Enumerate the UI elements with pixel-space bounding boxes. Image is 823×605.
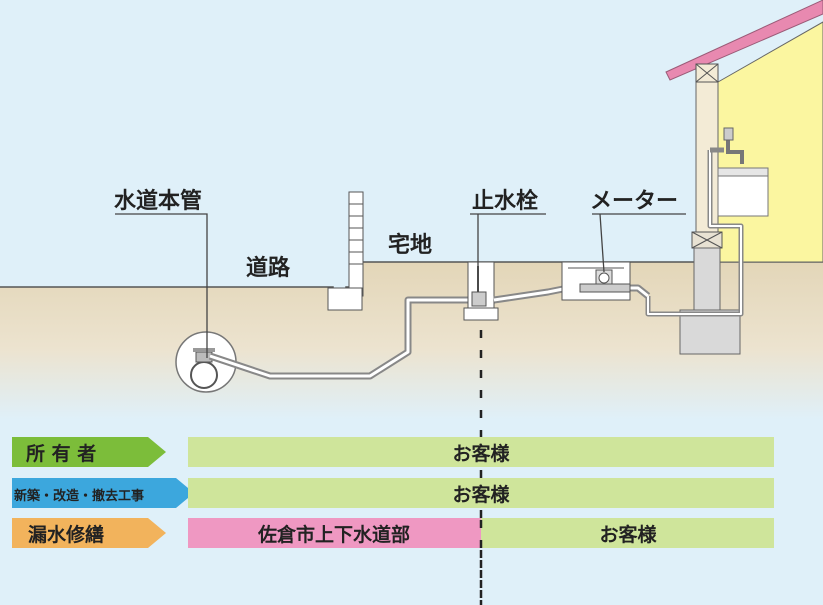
row-label-leak-repair: 漏水修繕 (28, 523, 104, 546)
label-main-pipe: 水道本管 (114, 188, 202, 214)
row-label-owner: 所 有 者 (26, 442, 96, 465)
label-stop-valve: 止水栓 (472, 189, 538, 214)
label-road: 道路 (246, 255, 291, 281)
leader-meter (592, 213, 686, 273)
label-residential-land: 宅地 (388, 232, 432, 258)
responsibility-row-construction: 新築・改造・撤去工事 お客様 (12, 478, 774, 508)
main-water-pipe (175, 331, 237, 393)
segment-construction-customer: お客様 (452, 483, 510, 506)
meter-box (561, 261, 631, 301)
responsibility-row-leak-repair: 漏水修繕 佐倉市上下水道部 お客様 (12, 518, 774, 548)
label-meter: メーター (590, 189, 678, 214)
block-wall (327, 191, 364, 311)
responsibility-row-owner: 所 有 者 お客様 (12, 437, 774, 467)
stop-valve-box (463, 261, 499, 321)
row-label-construction: 新築・改造・撤去工事 (14, 488, 144, 504)
segment-leak-customer: お客様 (599, 523, 657, 546)
house (665, 0, 823, 263)
foundation (679, 247, 741, 355)
leader-main-pipe (115, 213, 208, 358)
segment-owner-customer: お客様 (452, 442, 510, 465)
segment-leak-city: 佐倉市上下水道部 (257, 523, 410, 546)
leader-stop-valve (470, 213, 546, 292)
